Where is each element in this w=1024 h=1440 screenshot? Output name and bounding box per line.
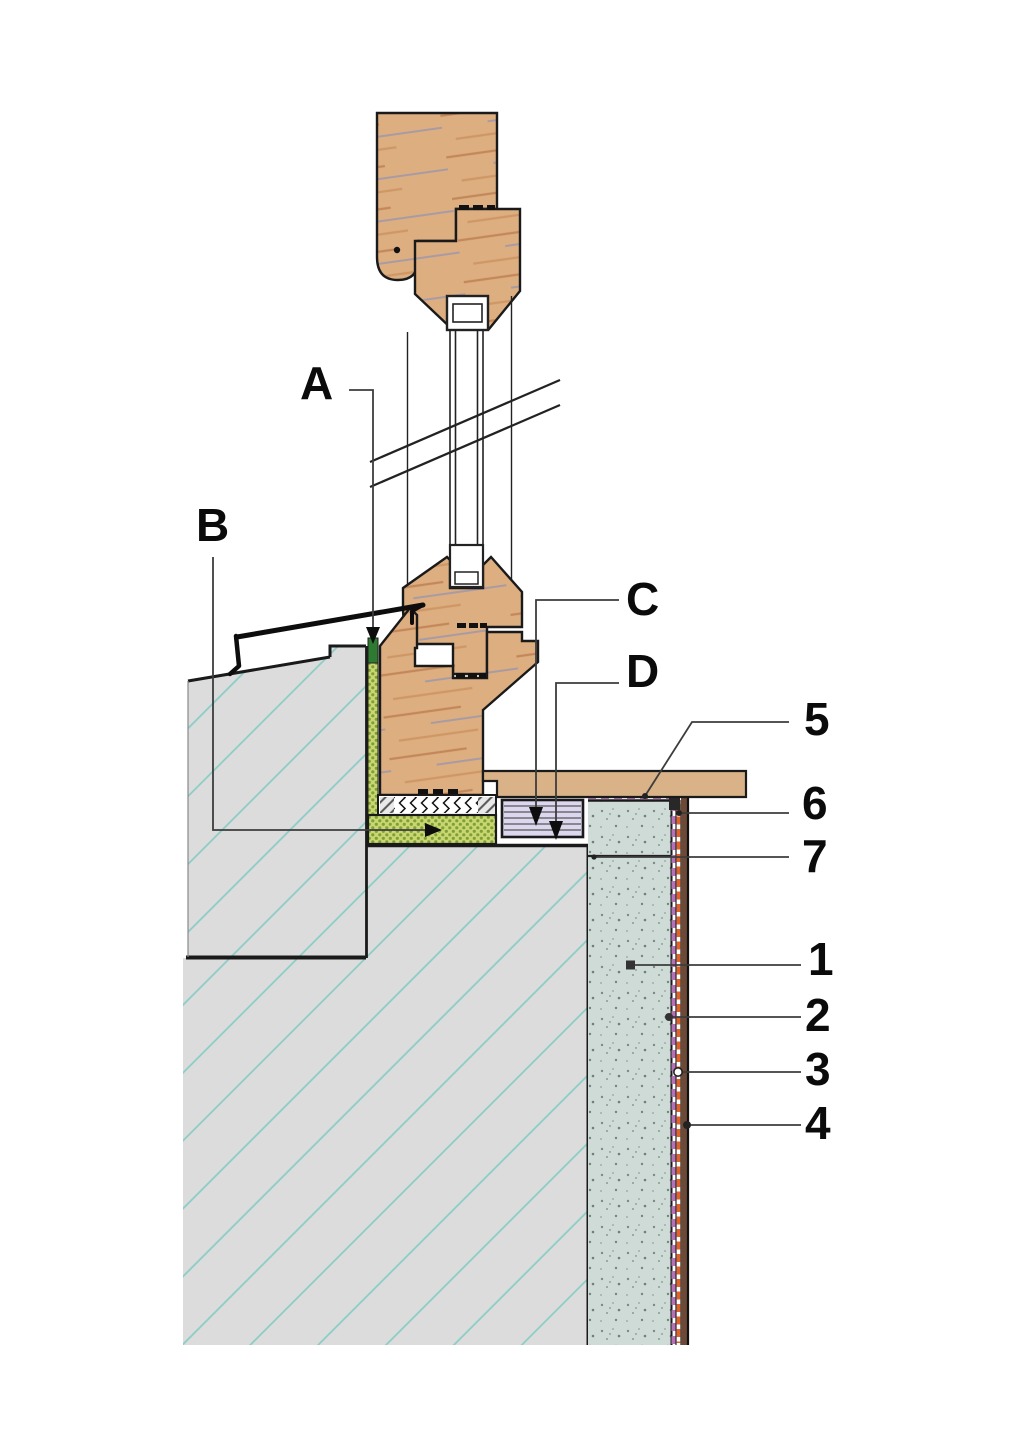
- arrow-d: [549, 821, 563, 840]
- marker-2: [665, 1013, 673, 1021]
- joint-sealant-strip: [367, 637, 379, 816]
- gasket-dashes: [459, 205, 495, 210]
- leader-end-markers: [591, 793, 691, 1129]
- double-glazing: [406, 294, 513, 592]
- arrow-a: [366, 627, 380, 644]
- arrow-b: [425, 823, 442, 837]
- label-b: B: [196, 499, 229, 551]
- marker-6: [676, 810, 682, 816]
- label-5: 5: [804, 693, 830, 745]
- label-d: D: [626, 645, 659, 697]
- sill-flashing: [227, 602, 426, 677]
- marker-7: [591, 854, 597, 860]
- leader-b: [212, 557, 426, 831]
- leader-lines: [212, 389, 801, 1126]
- label-6: 6: [802, 777, 828, 829]
- label-1: 1: [808, 933, 834, 985]
- foam-block: [500, 798, 585, 839]
- glass-break-lines: [369, 378, 561, 489]
- label-2: 2: [805, 989, 831, 1041]
- label-c: C: [626, 573, 659, 625]
- window-frame-bottom: [378, 606, 540, 797]
- packer-block: [478, 797, 495, 813]
- glazing-spacer-bottom: [448, 543, 485, 589]
- label-3: 3: [805, 1043, 831, 1095]
- marker-5: [642, 793, 648, 799]
- window-board: [481, 769, 748, 799]
- label-7: 7: [802, 830, 828, 882]
- marker-4: [683, 1121, 691, 1129]
- marker-1: [626, 960, 635, 970]
- mineral-wool-joint: [394, 797, 478, 813]
- leader-arrowheads: [366, 627, 563, 840]
- label-4: 4: [805, 1097, 831, 1149]
- leader-c: [535, 599, 619, 809]
- exterior-insulation-layer: [588, 799, 673, 1345]
- masonry-wall: [183, 644, 590, 1345]
- marker-3: [672, 1067, 683, 1078]
- packer-block: [380, 797, 394, 813]
- arrow-c: [529, 807, 543, 826]
- leader-d: [555, 682, 619, 822]
- edge-bead: [669, 797, 680, 810]
- leader-5: [644, 721, 789, 797]
- under-frame-band: [377, 794, 497, 816]
- leader-a: [349, 389, 374, 629]
- gasket-dashes: [418, 623, 487, 795]
- gasket-dot: [393, 246, 401, 254]
- label-a: A: [300, 357, 333, 409]
